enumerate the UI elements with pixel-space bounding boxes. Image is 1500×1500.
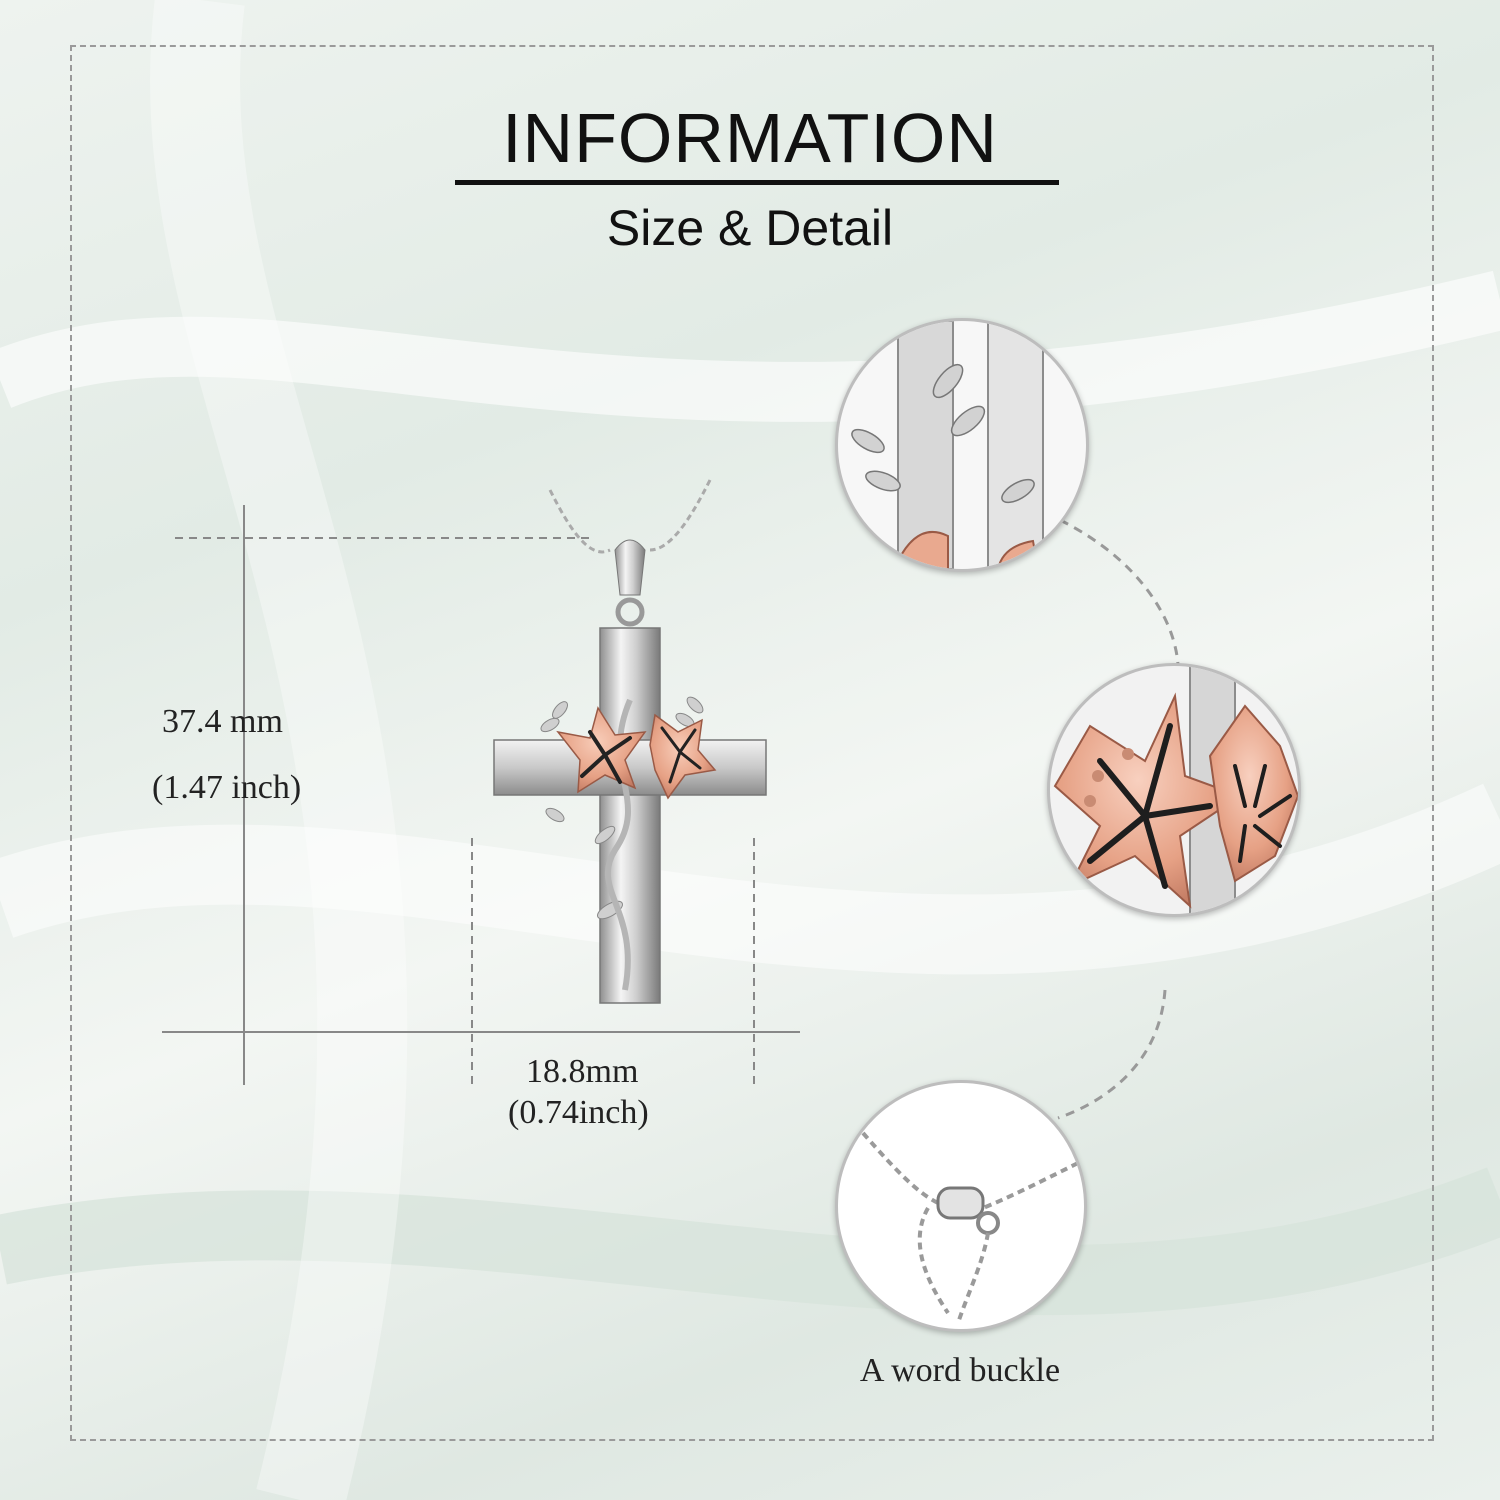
- detail-circle-flowers: [1047, 663, 1301, 917]
- title-underline: [455, 180, 1059, 185]
- height-inch-label: (1.47 inch): [152, 769, 302, 806]
- detail-circle-buckle: [835, 1080, 1087, 1332]
- buckle-caption: A word buckle: [859, 1352, 1061, 1389]
- flowers-detail-image: [1053, 666, 1298, 914]
- width-mm-label: 18.8mm: [526, 1053, 639, 1090]
- leaves-detail-image: [851, 321, 1044, 569]
- dashed-frame: [70, 45, 1434, 1441]
- page-title: INFORMATION: [502, 99, 998, 177]
- cross-pendant-image: [493, 479, 767, 1004]
- width-inch-label: (0.74inch): [508, 1094, 649, 1131]
- detail-circle-leaves: [835, 318, 1089, 572]
- page-subtitle: Size & Detail: [606, 200, 894, 256]
- height-mm-label: 37.4 mm: [162, 703, 283, 740]
- buckle-detail-image: [861, 1131, 1079, 1324]
